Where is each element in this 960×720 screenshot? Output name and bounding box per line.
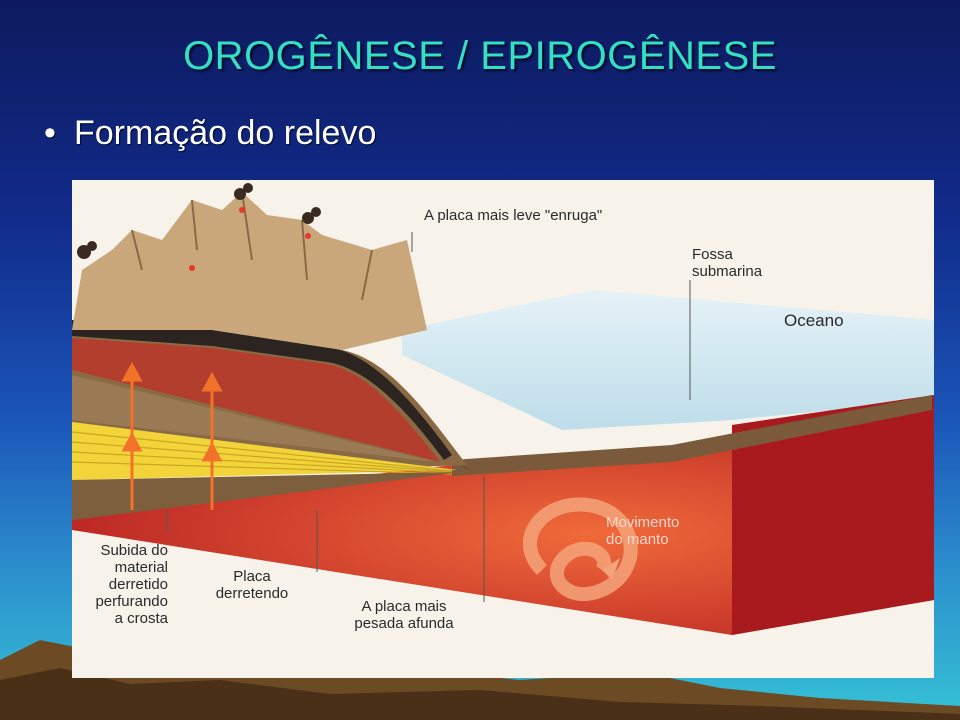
label-mantle-movement: Movimento do manto [606, 514, 680, 548]
label-ocean: Oceano [784, 311, 844, 330]
bullet-text: Formação do relevo [74, 114, 377, 152]
plate-tectonics-figure: A placa mais leve "enruga" Fossa submari… [72, 180, 934, 678]
volcano-smoke-icon [77, 183, 321, 259]
mountains [72, 192, 427, 350]
dark-layer [72, 320, 452, 460]
label-melting-plate: Placa derretendo [215, 568, 289, 602]
oceanic-plate [452, 395, 932, 476]
cross-section-illustration [72, 183, 934, 635]
magma-arrows-icon [121, 361, 223, 510]
label-light-plate: A placa mais leve "enruga" [424, 207, 603, 224]
mantle-side [732, 395, 934, 635]
mantle-front [72, 410, 934, 635]
bullet-dot: • [44, 114, 56, 152]
slide-title: OROGÊNESE / EPIROGÊNESE [183, 34, 777, 78]
lower-crust [72, 472, 462, 520]
background-landscape [0, 630, 960, 720]
label-rising-material: Subida do material derretido perfurando … [95, 542, 168, 627]
label-heavy-plate: A placa mais pesada afunda [354, 598, 454, 632]
label-trench: Fossa submarina [692, 246, 763, 280]
red-layer [72, 338, 440, 462]
brown-mid-layer [72, 375, 437, 462]
mantle-swirl-icon [523, 497, 638, 602]
ocean-water [402, 290, 934, 430]
bullet-item: • Formação do relevo [44, 114, 376, 153]
